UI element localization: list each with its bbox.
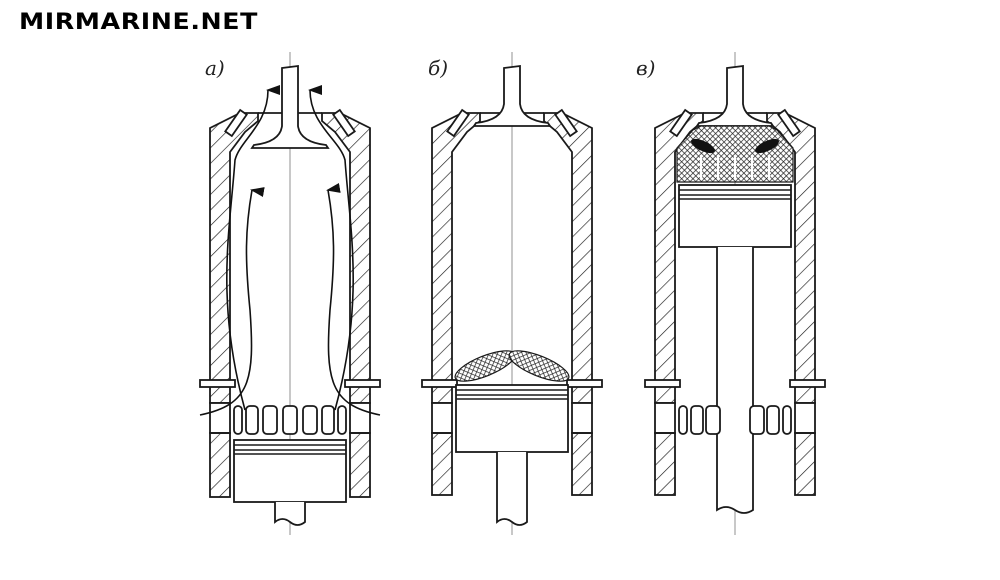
panel-a-label: а) xyxy=(205,56,225,80)
left-port-belt xyxy=(654,402,676,434)
right-wall-lower xyxy=(349,432,371,498)
left-lubricator xyxy=(421,379,458,388)
right-injector xyxy=(777,108,801,138)
combustion-chamber xyxy=(676,125,794,183)
panel-c-label: в) xyxy=(636,56,655,80)
left-injector xyxy=(669,108,693,138)
piston-rod xyxy=(274,502,306,526)
flame-jet xyxy=(755,138,779,154)
scavenge-flow-arrow xyxy=(226,85,281,411)
fuel-spray-right xyxy=(508,350,570,382)
right-injector xyxy=(554,108,578,138)
left-wall-upper xyxy=(431,112,481,404)
left-lubricator xyxy=(644,379,681,388)
piston-rod xyxy=(716,247,754,514)
scavenge-port xyxy=(705,405,721,435)
right-port-belt xyxy=(794,402,816,434)
right-port-belt xyxy=(349,402,371,434)
scavenge-port xyxy=(302,405,318,435)
left-wall-lower xyxy=(654,432,676,496)
left-lubricator xyxy=(199,379,236,388)
right-wall-lower xyxy=(571,432,593,496)
scavenge-port xyxy=(782,405,792,435)
left-wall-lower xyxy=(431,432,453,496)
right-wall-upper xyxy=(543,112,593,404)
scavenge-port xyxy=(233,405,243,435)
scavenge-flow-arrow xyxy=(199,187,265,416)
scavenge-port xyxy=(262,405,278,435)
scavenge-port xyxy=(321,405,335,435)
scavenge-flow-arrow xyxy=(308,84,354,411)
panel-b-injection xyxy=(421,52,603,535)
right-lubricator xyxy=(566,379,603,388)
exhaust-valve xyxy=(250,64,330,149)
scavenge-port xyxy=(245,405,259,435)
exhaust-valve xyxy=(472,64,552,127)
site-logo: MIRMARINE.NET xyxy=(19,10,258,35)
panel-a-scavenging xyxy=(199,52,381,535)
scavenge-flow-arrow xyxy=(326,183,381,416)
scavenge-port xyxy=(282,405,298,435)
scavenge-port xyxy=(690,405,704,435)
right-lubricator xyxy=(789,379,826,388)
left-injector xyxy=(224,108,248,138)
left-port-belt xyxy=(431,402,453,434)
fuel-spray-left xyxy=(454,350,516,382)
scavenge-port xyxy=(678,405,688,435)
flame-jet xyxy=(691,138,715,154)
piston-rod xyxy=(496,452,528,526)
left-wall-lower xyxy=(209,432,231,498)
panel-c-combustion xyxy=(644,52,826,535)
left-injector xyxy=(446,108,470,138)
scavenge-port xyxy=(749,405,765,435)
scavenge-port xyxy=(337,405,347,435)
right-port-belt xyxy=(571,402,593,434)
right-lubricator xyxy=(344,379,381,388)
scavenge-port xyxy=(766,405,780,435)
panel-b-label: б) xyxy=(428,56,448,80)
exhaust-valve xyxy=(695,64,775,127)
left-port-belt xyxy=(209,402,231,434)
right-wall-lower xyxy=(794,432,816,496)
piston xyxy=(455,384,569,453)
right-injector xyxy=(332,108,356,138)
